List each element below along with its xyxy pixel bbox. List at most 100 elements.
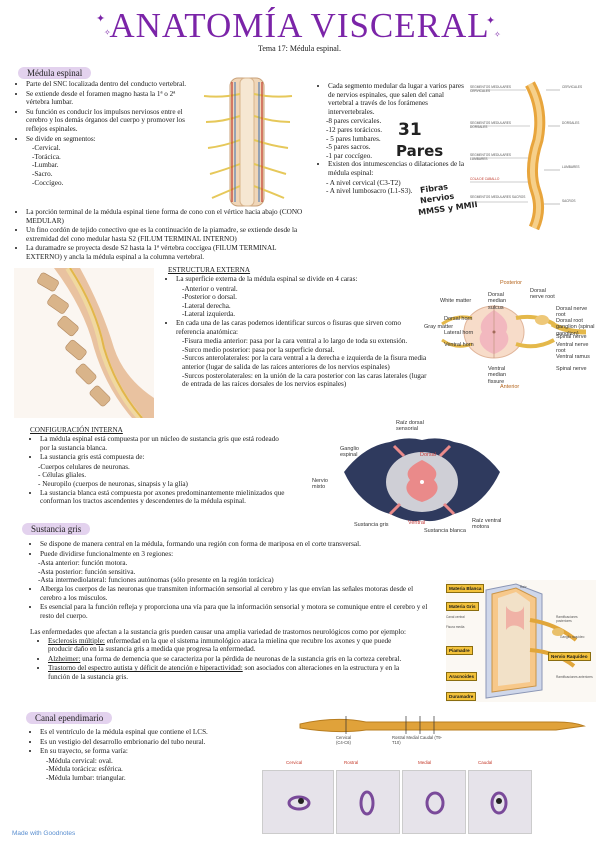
list-item: -Cervical.	[32, 144, 61, 153]
list-item: -Anterior o ventral.	[182, 284, 238, 293]
diagram-label: Ventral nerve root	[556, 342, 589, 355]
gray-components: -Cuerpos celulares de neuronas. - Célula…	[30, 463, 290, 489]
disease-desc: son asociados con alteraciones en la est…	[48, 664, 400, 681]
diagram-label: Ramificaciones posteriores	[556, 615, 578, 623]
disease-term: Trastorno del espectro autista y déficit…	[48, 664, 243, 673]
disease-desc: una forma de demencia que se caracteriza…	[80, 654, 402, 663]
diagram-label: White matter	[440, 298, 472, 304]
spine-segments-diagram	[470, 81, 560, 230]
disease-term: Alzheimer:	[48, 654, 81, 663]
section-heading-medula: Médula espinal	[18, 67, 92, 79]
list-item: Existen dos intumescencias o dilatacione…	[328, 160, 468, 177]
sparkle-icon: ✧	[104, 28, 111, 37]
list-item: -Surco medio posterior: pasa por la supe…	[182, 345, 335, 354]
section-heading-gris: Sustancia gris	[22, 523, 91, 535]
list-item: Esclerosis múltiple: enfermedad en la qu…	[48, 637, 408, 654]
list-item: -Cuerpos celulares de neuronas.	[38, 462, 130, 471]
page-subtitle: Tema 17: Médula espinal.	[258, 44, 341, 53]
list-item: -Coccígeo.	[32, 178, 64, 187]
list-item: -Asta posterior: función sensitiva.	[38, 567, 136, 576]
medula-bottom: La porción terminal de la médula espinal…	[16, 208, 306, 263]
list-item: La porción terminal de la médula espinal…	[26, 208, 306, 225]
spinal-cross-section-diagram	[344, 438, 500, 522]
canal-body: Es el ventrículo de la médula espinal qu…	[30, 728, 250, 783]
list-item: La superficie externa de la médula espin…	[176, 275, 428, 284]
list-item: Alzheimer: una forma de demencia que se …	[48, 655, 408, 664]
diagram-label: Sustancia blanca	[424, 528, 466, 534]
diagram-label: Anterior	[500, 384, 520, 390]
swelling-list: - A nivel cervical (C3-T2) - A nivel lum…	[318, 179, 468, 196]
micrograph-cervical	[262, 770, 334, 834]
list-item: La médula espinal está compuesta por un …	[40, 435, 290, 452]
micro-label: Medial	[418, 760, 432, 765]
list-item: -Asta intermediolateral: funciones autón…	[38, 576, 274, 585]
list-item: La sustancia gris está compuesta de:	[40, 453, 290, 462]
list-item: -12 pares torácicos.	[326, 125, 383, 134]
disease-desc: enfermedad en la que el sistema inmunoló…	[48, 636, 392, 654]
diagram-label: Dorsal root ganglion (spinal ganglion)	[556, 318, 595, 337]
diagram-label: Piamadre	[446, 646, 473, 655]
list-item: -Asta anterior: función motora.	[38, 559, 128, 568]
diagram-label: Sustancia gris	[354, 522, 389, 528]
spine-label: SACROS	[562, 199, 576, 203]
list-item: -Torácica.	[32, 152, 61, 161]
list-item: -5 pares sacros.	[326, 143, 371, 152]
spine-label: SEGMENTOS MEDULARES DORSALES	[470, 121, 512, 129]
diagram-label: Ventral median fissure	[488, 366, 507, 385]
region-list: -Asta anterior: función motora. -Asta po…	[30, 559, 428, 585]
medula-intro: Parte del SNC localizada dentro del cond…	[16, 80, 192, 187]
list-item: - Neuropilo (cuerpos de neuronas, sinaps…	[38, 479, 188, 488]
diagram-label: Canal central	[446, 615, 465, 619]
micro-label: Cervical	[286, 760, 303, 765]
spine-label: SEGMENTOS MEDULARES CERVICALES	[470, 85, 512, 93]
diagram-label: Materia Gris	[446, 602, 479, 611]
diseases-block: Las enfermedades que afectan a la sustan…	[30, 628, 408, 683]
diagram-label: Materia Blanca	[446, 584, 485, 593]
bar-label: Rostral Medial Caudal (T9-T10)	[392, 735, 443, 745]
micrograph-medial	[402, 770, 466, 834]
interna-body: La médula espinal está compuesta por un …	[30, 435, 290, 507]
list-item: La sustancia blanca está compuesta por a…	[40, 489, 290, 506]
section-heading-canal: Canal ependimario	[26, 712, 113, 724]
list-item: Puede dividirse funcionalmente en 3 regi…	[40, 550, 428, 559]
diagram-label: Ventral horn	[444, 342, 474, 348]
cross-section-diagram	[441, 305, 587, 359]
list-item: - Células gliales.	[38, 471, 87, 480]
list-item: Se divide en segmentos:	[26, 135, 192, 144]
list-item: Trastorno del espectro autista y déficit…	[48, 664, 408, 681]
spine-label: CERVICALES	[562, 85, 583, 89]
diagram-label: Ganglio raquídeo	[560, 635, 585, 639]
gris-body: Se dispone de manera central en la médul…	[30, 540, 428, 621]
diagram-label: Spinal nerve	[556, 366, 587, 372]
list-item: -Médula cervical: oval.	[46, 756, 113, 765]
list-item: -8 pares cervicales.	[326, 117, 382, 126]
list-item: -Lateral derecha.	[182, 301, 231, 310]
list-item: La duramadre se proyecta desde S2 hasta …	[26, 244, 306, 261]
diagram-label: Dorsal horn	[444, 316, 473, 322]
micrograph-rostral	[336, 770, 400, 834]
list-item: En su trayecto, se forma varía:	[40, 747, 250, 756]
externa-body: La superficie externa de la médula espin…	[166, 275, 428, 389]
list-item: Alberga los cuerpos de las neuronas que …	[40, 585, 428, 602]
vertebral-column-illustration	[14, 268, 154, 418]
micro-label: Rostral	[344, 760, 359, 765]
list-item: Se extiende desde el foramen magno hasta…	[26, 90, 192, 107]
micrograph-caudal	[468, 770, 532, 834]
sparkle-icon: ✦	[96, 13, 106, 25]
list-item: -Médula lumbar: triangular.	[46, 773, 126, 782]
handwritten-note: 31	[398, 120, 422, 140]
spinal-cord-bar	[299, 716, 586, 734]
diagram-label: Spinal nerve	[556, 334, 587, 340]
list-item: Es el ventrículo de la médula espinal qu…	[40, 728, 250, 737]
canal-forms: -Médula cervical: oval. -Médula torácica…	[30, 757, 250, 783]
list-item: - A nivel lumbosacro (L1-S3).	[326, 187, 413, 196]
list-item: Su función es conducir los impulsos nerv…	[26, 108, 192, 134]
list-item: Es esencial para la función refleja y pr…	[40, 603, 428, 620]
list-item: -Sacro.	[32, 169, 53, 178]
diagram-label: Dorsal nerve root	[556, 306, 588, 319]
diagram-label: Ganglio espinal	[340, 446, 359, 459]
list-item: -Lateral izquierda.	[182, 310, 236, 319]
diagram-label: Posterior	[500, 280, 523, 286]
diagram-label: Lateral horn	[444, 330, 474, 336]
diseases-intro: Las enfermedades que afectan a la sustan…	[30, 628, 406, 636]
